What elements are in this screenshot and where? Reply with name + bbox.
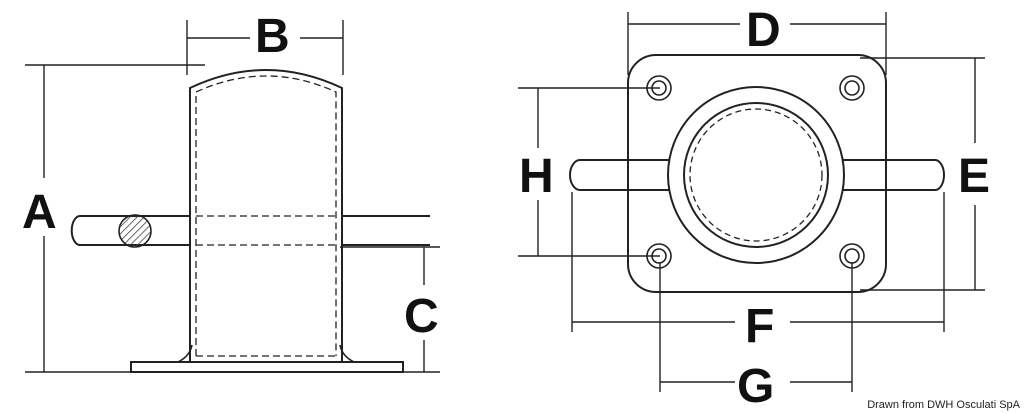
bolt-hole-top-right	[839, 75, 865, 101]
tube-body	[189, 69, 343, 362]
collar-hidden-ring	[689, 108, 823, 242]
tube-flare	[177, 344, 355, 363]
dimension-h	[518, 87, 660, 257]
hidden-lines	[195, 75, 337, 357]
dimension-labels: A B C D E F G H	[22, 4, 990, 413]
pipe-section-hatched	[118, 214, 152, 248]
label-h: H	[519, 150, 554, 203]
label-f: F	[745, 300, 774, 353]
dimension-a	[25, 64, 205, 373]
base-plate	[130, 361, 404, 373]
dimension-f	[571, 192, 945, 332]
label-a: A	[22, 186, 57, 239]
pipe	[70, 215, 430, 246]
bolt-hole-bottom-right	[839, 243, 865, 269]
dimension-b	[186, 20, 344, 75]
label-d: D	[746, 4, 781, 57]
label-b: B	[255, 10, 290, 63]
credit-text: Drawn from DWH Osculati SpA	[867, 399, 1020, 411]
collar-inner-ring	[683, 102, 829, 248]
label-e: E	[958, 150, 990, 203]
dimension-e	[860, 57, 985, 291]
top-view	[518, 12, 985, 392]
bolt-hole-top-left	[646, 75, 672, 101]
label-c: C	[404, 290, 439, 343]
bolt-hole-bottom-left	[646, 243, 672, 269]
side-view	[25, 20, 440, 373]
top-pipe	[569, 159, 945, 191]
dimension-g	[659, 262, 853, 392]
dimension-d	[627, 12, 887, 75]
label-g: G	[737, 360, 774, 413]
flange-plate	[627, 54, 887, 293]
bolt-holes	[646, 75, 865, 269]
